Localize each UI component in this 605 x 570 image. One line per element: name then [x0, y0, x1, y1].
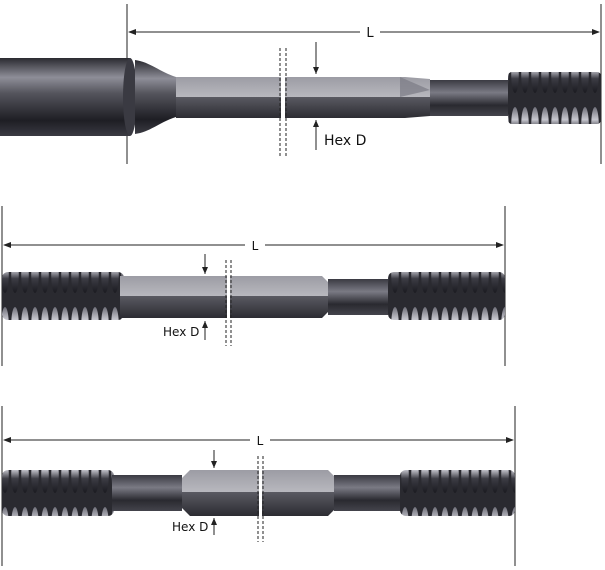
- hex-label: Hex D: [324, 133, 366, 149]
- hex-chamfer: [400, 77, 430, 97]
- threaded-end-right: [388, 272, 505, 320]
- shaft: [328, 279, 390, 315]
- shank-taper: [135, 60, 176, 134]
- hex-top-face: [120, 276, 330, 296]
- threaded-end-left: [2, 272, 124, 320]
- arrowhead-left: [3, 242, 11, 248]
- threaded-end: [508, 72, 601, 124]
- shaft-right: [334, 475, 402, 511]
- arrowhead-left: [128, 29, 136, 35]
- shaft: [430, 80, 510, 116]
- arrowhead-left: [3, 437, 11, 443]
- section-gap: [227, 272, 230, 322]
- arrowhead-right: [506, 437, 514, 443]
- shaft-left: [112, 475, 182, 511]
- threaded-end-left: [2, 470, 114, 516]
- hex-label: Hex D: [172, 520, 208, 534]
- length-label: L: [252, 239, 259, 253]
- threaded-end-right: [400, 470, 515, 516]
- shank-collar: [123, 58, 137, 136]
- hex-bottom-face: [176, 97, 430, 118]
- arrowhead-right: [592, 29, 600, 35]
- section-gap: [281, 70, 285, 125]
- hex-label: Hex D: [163, 325, 199, 339]
- length-label: L: [257, 434, 264, 448]
- figure-3: L Hex D: [1, 406, 516, 566]
- section-gap: [259, 468, 262, 518]
- hex-bottom-face: [120, 296, 330, 318]
- figure-2: L Hex D: [1, 206, 506, 366]
- figure-1: L Hex D: [0, 4, 602, 164]
- length-label: L: [366, 26, 374, 41]
- hex-top-face: [176, 77, 430, 97]
- arrowhead-right: [496, 242, 504, 248]
- shank-body: [0, 58, 130, 136]
